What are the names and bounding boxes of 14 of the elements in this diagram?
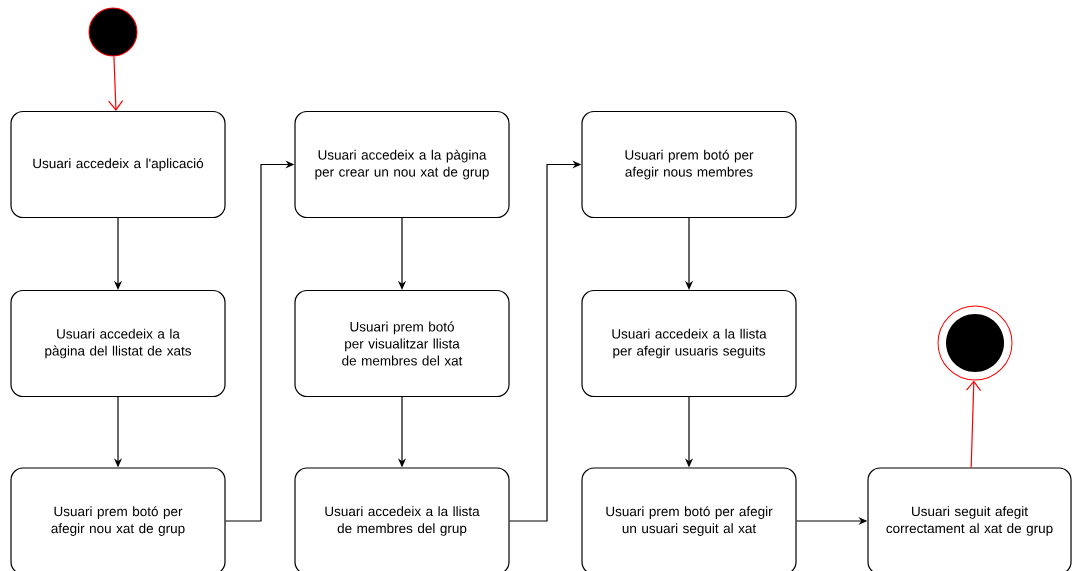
activity-box: Usuari accedeix a la pàgina del llistat de xats: [10, 289, 226, 398]
activity-box: Usuari accedeix a la llista per afegir usuaris seguits: [581, 289, 797, 398]
activity-box: Usuari seguit afegit correctament al xat de grup: [867, 467, 1072, 571]
activity-box: Usuari accedeix a la pàgina per crear un nou xat de grup: [294, 110, 510, 219]
activity-box: Usuari prem botó per afegir un usuari seguit al xat: [581, 467, 797, 571]
end-node: [937, 305, 1013, 381]
activity-box: Usuari accedeix a l'aplicació: [10, 110, 226, 219]
arrow: [965, 380, 982, 468]
start-node: [88, 7, 138, 57]
arrow: [108, 55, 124, 111]
activity-box: Usuari prem botó per visualitzar llista de membres del xat: [294, 289, 510, 398]
activity-box: Usuari prem botó per afegir nous membres: [581, 110, 797, 219]
activity-box: Usuari accedeix a la llista de membres del grup: [294, 467, 510, 571]
activity-box: Usuari prem botó per afegir nou xat de grup: [10, 467, 226, 571]
